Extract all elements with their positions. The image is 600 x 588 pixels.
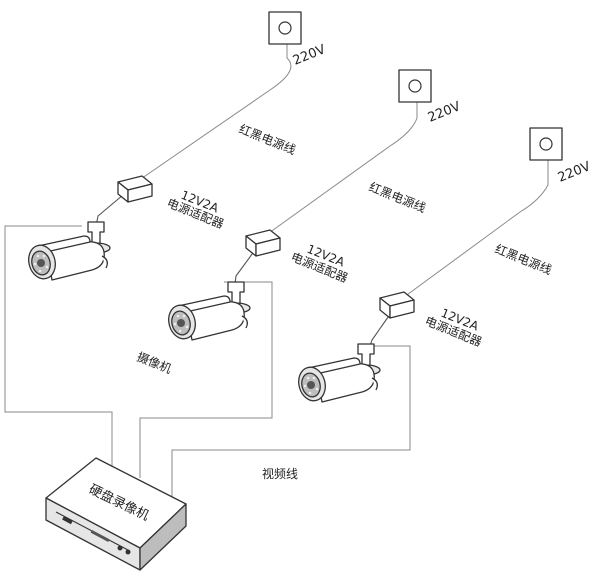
video-cable-1 (4, 225, 113, 468)
power-adapter-icon (117, 175, 153, 203)
video-cable-2 (139, 281, 273, 478)
power-adapter-icon (379, 291, 415, 319)
video-cable-3 (171, 345, 411, 500)
power-adapter-icon (245, 229, 281, 257)
bullet-camera-icon (164, 281, 251, 343)
outlet-voltage-label-3: 220V (556, 159, 593, 186)
dc-cable-2 (234, 245, 259, 285)
power-cable-label-2: 红黑电源线 (367, 179, 428, 215)
bullet-camera-icon (294, 343, 381, 405)
outlet-voltage-label-2: 220V (426, 99, 463, 126)
nvr-box-icon (45, 457, 187, 571)
wall-outlet-icon (268, 11, 302, 45)
power-cable-3 (399, 158, 549, 301)
outlet-voltage-label-1: 220V (291, 42, 328, 69)
bullet-camera-icon (24, 221, 111, 283)
wall-outlet-icon (529, 127, 563, 161)
video-cable-label: 视频线 (262, 466, 298, 481)
wall-outlet-icon (398, 69, 432, 103)
power-cable-label-1: 红黑电源线 (237, 121, 298, 157)
camera-label: 摄像机 (135, 349, 174, 376)
power-cable-label-3: 红黑电源线 (493, 241, 554, 277)
power-cable-1 (134, 42, 292, 184)
power-cable-2 (261, 98, 418, 239)
